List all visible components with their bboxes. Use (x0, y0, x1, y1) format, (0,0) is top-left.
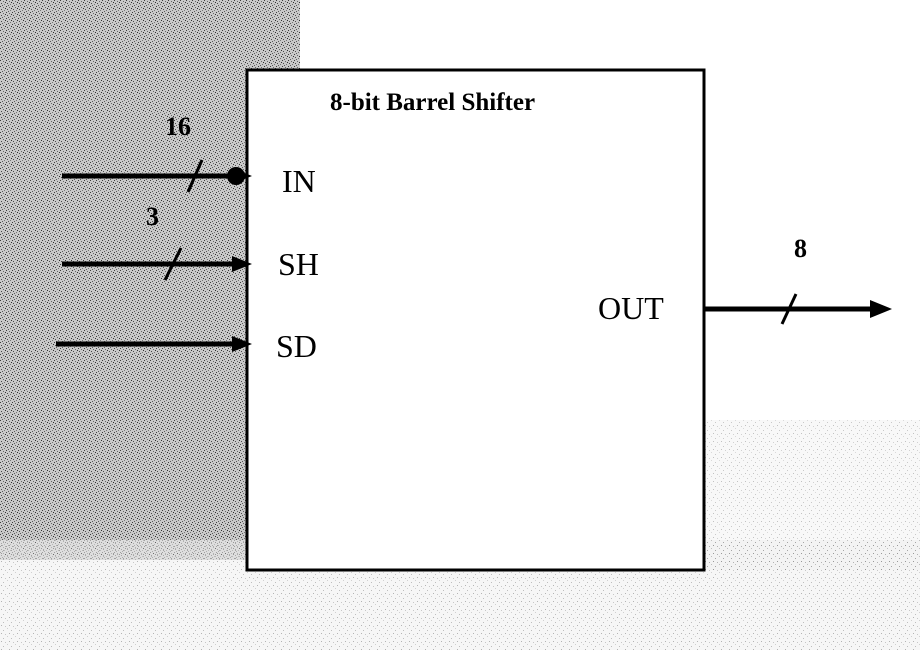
sh-arrowhead (232, 256, 252, 272)
in-bus-slash (186, 159, 204, 193)
sh-width-label: 3 (146, 202, 159, 231)
barrel-shifter-block (245, 68, 706, 572)
sd-port-label: SD (276, 328, 317, 364)
out-port-label: OUT (598, 290, 664, 326)
out-arrowhead (870, 300, 892, 318)
in-width-label: 16 (165, 112, 191, 141)
sd-arrowhead (232, 336, 252, 352)
scan-noise-right (700, 420, 920, 570)
out-width-label: 8 (794, 234, 807, 263)
in-dot (227, 167, 245, 185)
sh-port-label: SH (278, 246, 319, 282)
block-title: 8-bit Barrel Shifter (330, 89, 536, 116)
sh-bus-slash (163, 247, 183, 281)
out-bus-slash (780, 293, 798, 325)
in-port-label: IN (282, 163, 316, 199)
